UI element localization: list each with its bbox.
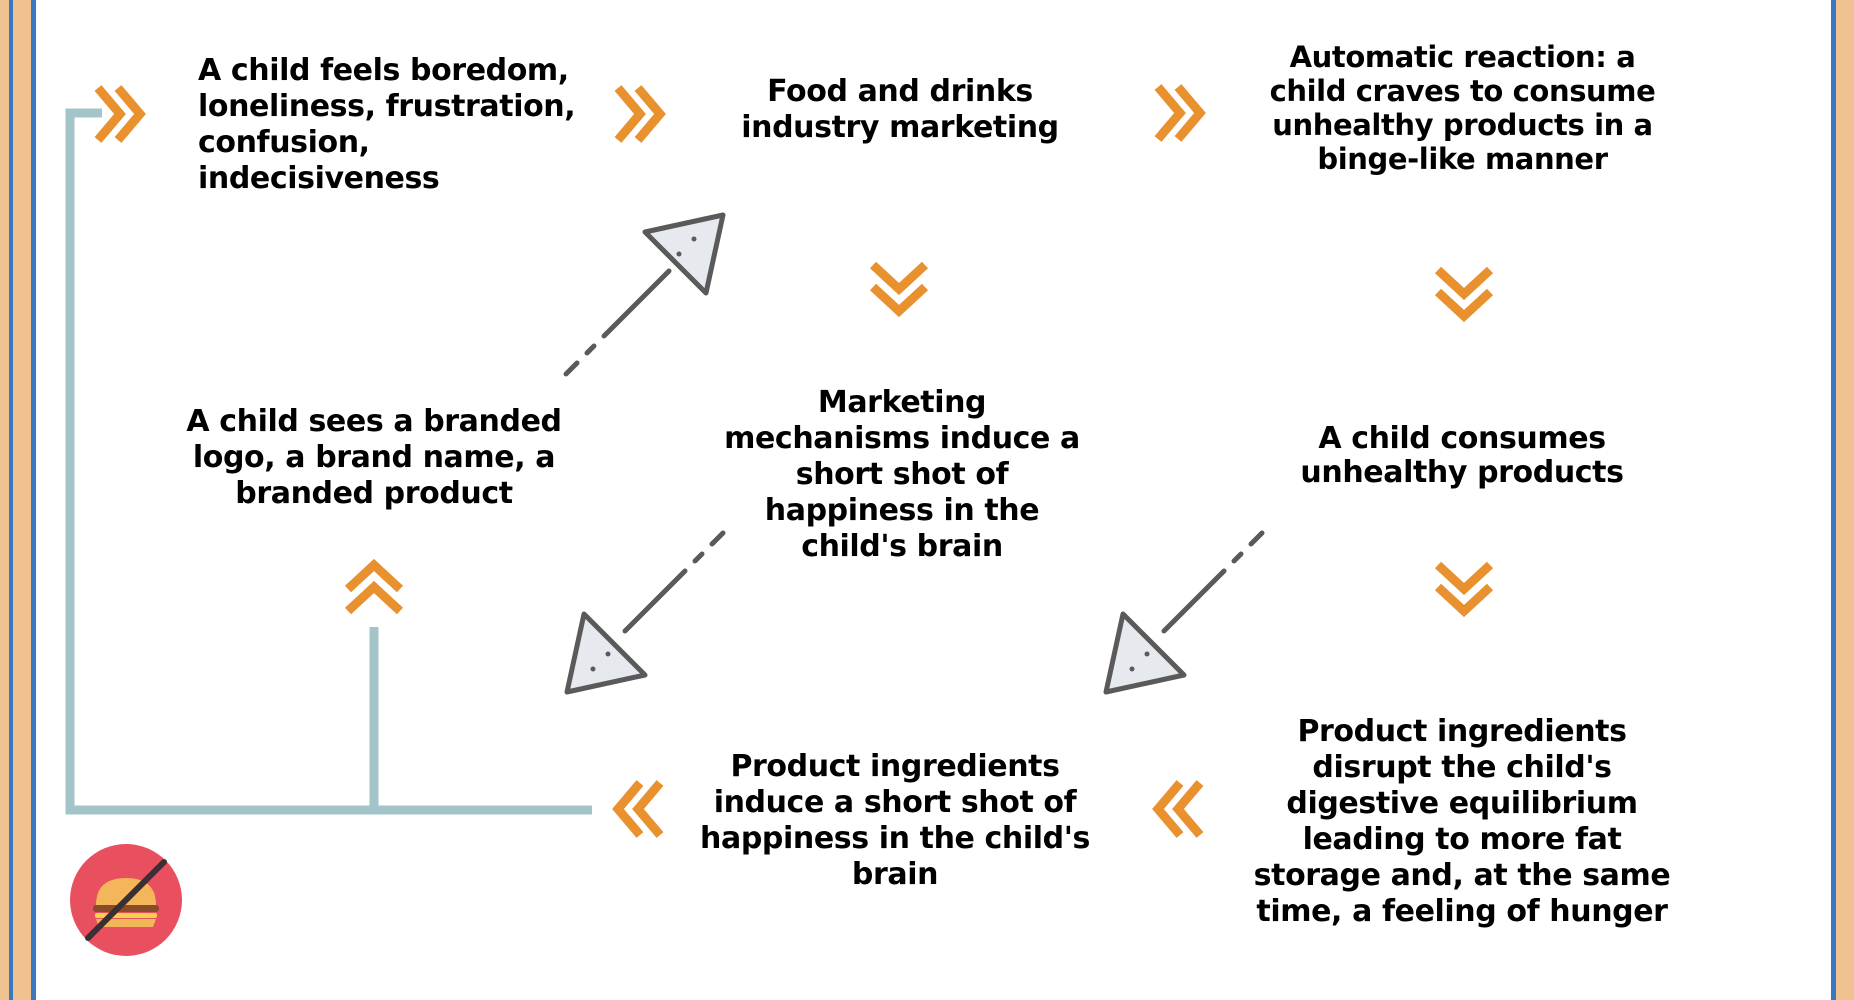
chevron-right-icon — [98, 88, 140, 140]
arrow-down-left-icon — [564, 530, 726, 695]
feedback-connector-line — [65, 108, 592, 815]
node-marketing: Food and drinks industry marketing — [741, 74, 1059, 145]
node-mechanisms: Marketing mechanisms induce a short shot… — [724, 385, 1080, 564]
chevron-down-icon — [1438, 565, 1490, 611]
left-border-edge — [0, 0, 9, 1000]
left-border-line-outer — [9, 0, 13, 1000]
arrow-up-right-icon — [563, 212, 726, 377]
right-border-line — [1831, 0, 1836, 1000]
node-sees-logo: A child sees a branded logo, a brand nam… — [186, 404, 562, 511]
chevron-left-icon — [618, 783, 660, 835]
chevron-right-icon — [618, 88, 660, 140]
node-automatic-reaction: Automatic reaction: a child craves to co… — [1269, 40, 1656, 176]
chevron-right-icon — [1158, 87, 1200, 139]
left-border-fill — [13, 0, 31, 1000]
no-fast-food-icon — [70, 844, 182, 956]
node-boredom: A child feels boredom, loneliness, frust… — [198, 53, 576, 196]
chevron-up-icon — [348, 565, 400, 611]
arrow-down-left-icon — [1103, 530, 1265, 695]
right-border-fill — [1836, 0, 1854, 1000]
chevron-left-icon — [1158, 783, 1200, 835]
node-ingredients-happiness: Product ingredients induce a short shot … — [700, 749, 1090, 892]
chevron-down-icon — [873, 265, 925, 311]
left-border-line-inner — [31, 0, 36, 1000]
node-ingredients-disrupt: Product ingredients disrupt the child's … — [1253, 714, 1671, 929]
node-consumes: A child consumes unhealthy products — [1300, 421, 1624, 490]
chevron-down-icon — [1438, 270, 1490, 316]
